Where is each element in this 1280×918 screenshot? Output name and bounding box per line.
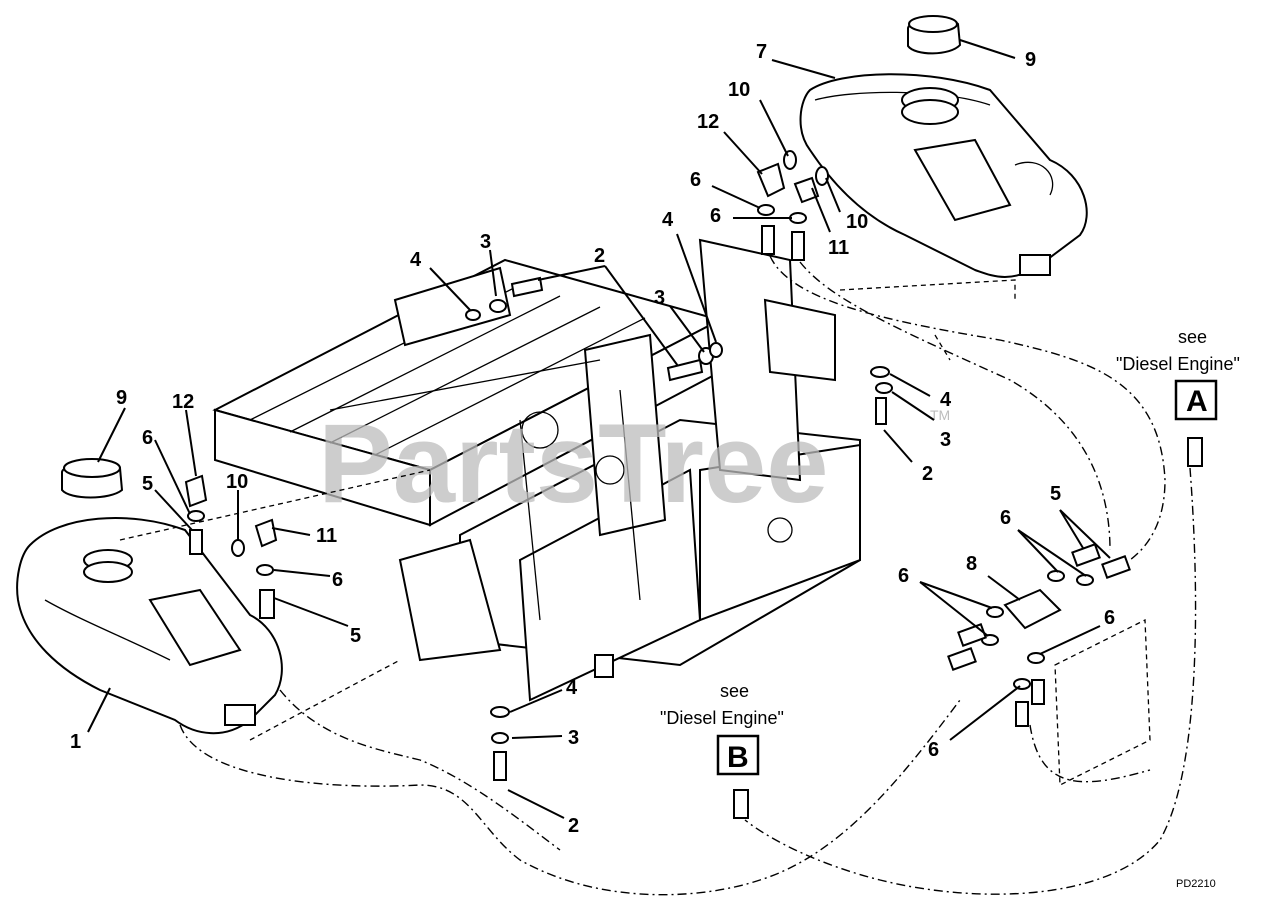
reference-a-target: "Diesel Engine" [1116,354,1240,374]
callout-7: 7 [756,41,767,63]
watermark-tm: TM [930,407,950,423]
callout-4-right: 4 [940,389,952,411]
callout-6-left-b: 6 [332,569,343,591]
callout-2-bottom: 2 [568,815,579,837]
callout-2-right: 2 [922,463,933,485]
reference-a-see: see [1178,327,1207,347]
callout-3-right: 3 [940,429,951,451]
callout-9-right: 9 [1025,49,1036,71]
left-fuel-tank [16,517,283,735]
callout-6-right-a: 6 [1000,507,1011,529]
callout-12-left: 12 [172,391,194,413]
reference-a-box [1174,379,1218,421]
callout-6-top-a: 6 [690,169,701,191]
callout-3-bottom: 3 [568,727,579,749]
callout-12-top: 12 [697,111,719,133]
callout-10-top: 10 [728,79,750,101]
callout-11-left: 11 [316,525,337,547]
callout-8: 8 [966,553,977,575]
reference-a-letter: A [1186,385,1208,418]
chassis-frame [212,238,861,702]
callout-10-left: 10 [226,471,248,493]
fittings [184,150,1203,819]
callout-4-bottom: 4 [566,677,578,699]
callout-10-mid: 10 [846,211,868,233]
reference-b-see: see [720,681,749,701]
callout-3-top: 3 [480,231,491,253]
callout-1: 1 [70,731,81,753]
callout-6-right-b: 6 [898,565,909,587]
leader-lines [87,39,1111,819]
reference-b-letter: B [727,741,749,774]
callout-6-right-d: 6 [928,739,939,761]
reference-a: see "Diesel Engine" A [1116,327,1240,421]
callout-2-top: 2 [594,245,605,267]
callout-6-top-b: 6 [710,205,721,227]
callout-5-right: 5 [1050,483,1061,505]
fuel-hoses [119,255,1197,896]
callout-4-top: 4 [410,249,422,271]
right-tank-cap [907,15,962,55]
reference-b: see "Diesel Engine" B [660,681,784,776]
reference-b-target: "Diesel Engine" [660,708,784,728]
callout-5-left-b: 5 [350,625,361,647]
left-tank-cap [61,458,124,499]
callout-6-right-c: 6 [1104,607,1115,629]
callout-3-mid: 3 [654,287,665,309]
watermark: PartsTree [318,401,829,526]
callout-6-left-a: 6 [142,427,153,449]
callout-numbers: 7 9 10 12 6 6 10 11 4 3 2 4 3 4 3 2 9 12… [70,41,1115,837]
reference-b-box [716,734,760,776]
callout-4-mid: 4 [662,209,674,231]
callout-11-top: 11 [828,237,849,259]
diagram-code: PD2210 [1176,878,1216,890]
callout-9-left: 9 [116,387,127,409]
callout-5-left-a: 5 [142,473,153,495]
right-fuel-tank [799,73,1088,278]
